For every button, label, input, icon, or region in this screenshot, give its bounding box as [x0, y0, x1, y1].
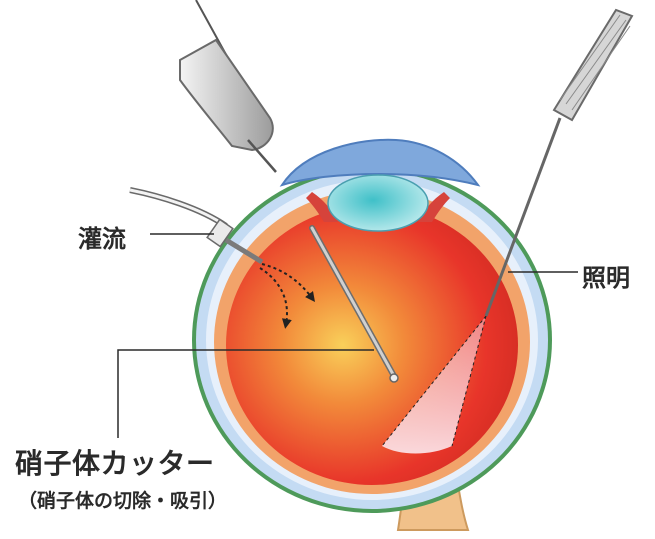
illumination-label: 照明: [582, 258, 630, 293]
vitreous-cutter-label: 硝子体カッター: [15, 442, 215, 482]
vitreous-cutter-sublabel: （硝子体の切除・吸引）: [18, 486, 227, 513]
irrigation-label: 灌流: [78, 219, 126, 254]
ultrasound-probe-icon: [180, 0, 276, 172]
lens: [328, 175, 428, 231]
